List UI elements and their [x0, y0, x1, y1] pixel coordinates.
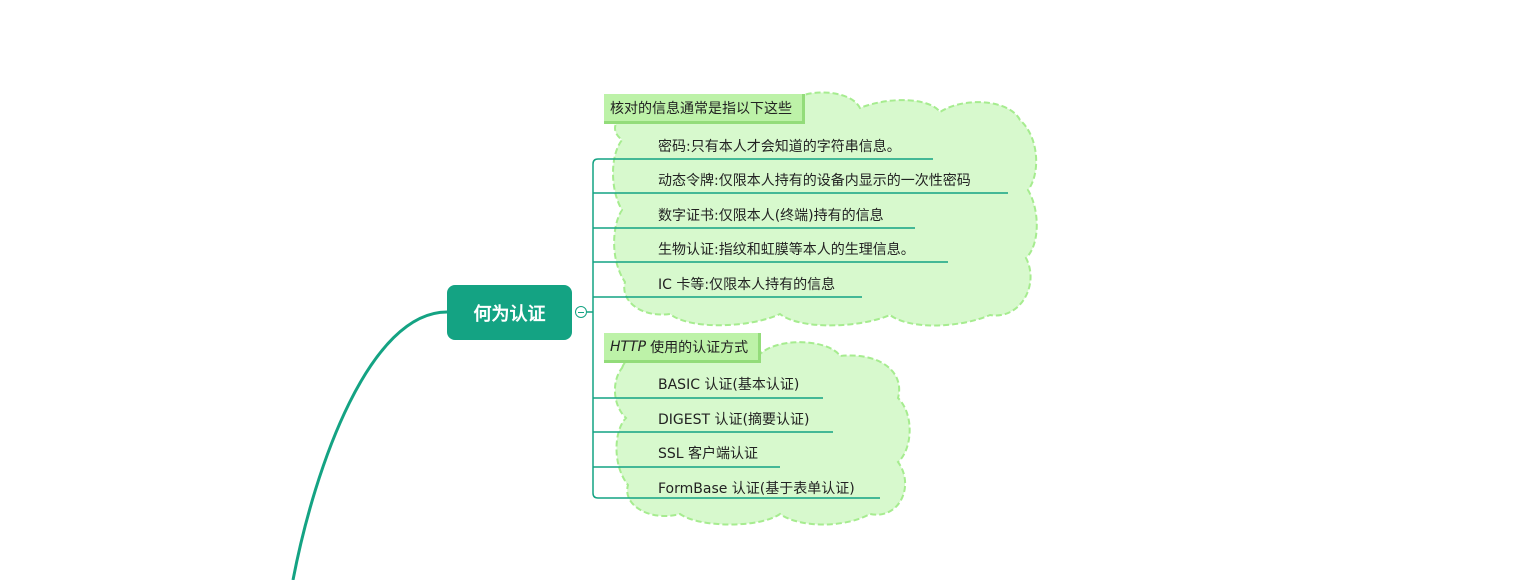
topic-ssl-client-auth[interactable]: SSL 客户端认证 — [658, 446, 759, 462]
branch-line-6 — [592, 312, 880, 499]
parent-connector — [291, 310, 448, 580]
boundary-label-text: 使用的认证方式 — [650, 339, 749, 356]
central-topic-node[interactable]: 何为认证 — [447, 285, 572, 340]
branch-line-1 — [592, 158, 933, 312]
collapse-toggle-icon[interactable] — [575, 306, 587, 318]
topic-ic-card[interactable]: IC 卡等:仅限本人持有的信息 — [658, 277, 836, 293]
topic-dynamic-token[interactable]: 动态令牌:仅限本人持有的设备内显示的一次性密码 — [658, 173, 971, 189]
boundary-cloud-http-auth — [614, 341, 911, 526]
boundary-label-http-auth[interactable]: HTTP 使用的认证方式 — [604, 333, 762, 363]
boundary-label-verification-info[interactable]: 核对的信息通常是指以下这些 — [604, 94, 805, 124]
topic-password[interactable]: 密码:只有本人才会知道的字符串信息。 — [658, 139, 901, 155]
boundary-cloud-verification-info — [612, 91, 1038, 327]
topic-formbase-auth[interactable]: FormBase 认证(基于表单认证) — [658, 481, 855, 497]
topic-digital-certificate[interactable]: 数字证书:仅限本人(终端)持有的信息 — [658, 208, 884, 224]
topic-biometric[interactable]: 生物认证:指纹和虹膜等本人的生理信息。 — [658, 242, 915, 258]
boundary-label-text: 核对的信息通常是指以下这些 — [610, 100, 792, 117]
boundary-label-prefix: HTTP — [610, 338, 647, 355]
branch-connectors — [587, 158, 1008, 499]
topic-basic-auth[interactable]: BASIC 认证(基本认证) — [658, 377, 800, 393]
central-topic-label: 何为认证 — [473, 303, 546, 325]
topic-digest-auth[interactable]: DIGEST 认证(摘要认证) — [658, 412, 810, 428]
